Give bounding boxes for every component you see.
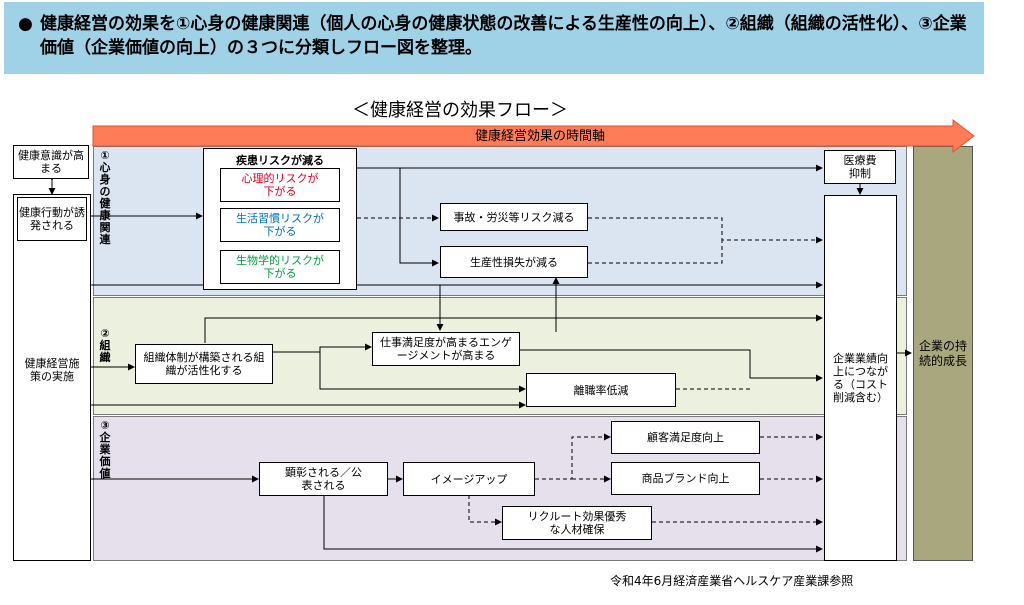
summary-text: 健康経営の効果を①心身の健康関連（個人の心身の健康状態の改善による生産性の向上）… <box>40 14 967 58</box>
publicize-box: 顕彰される／公表される <box>259 462 388 496</box>
implementation-box <box>13 194 91 561</box>
section-label-corporate-value: ③企業価値 <box>99 419 111 480</box>
performance-label: 企業業績向上につながる（コスト削減含む） <box>833 352 888 404</box>
accident-risk-box: 事故・労災等リスク減る <box>440 203 588 231</box>
customer-satisfaction-box: 顧客満足度向上 <box>611 421 760 454</box>
biological-risk-label: 生物学的リスクが下がる <box>236 254 324 280</box>
timeline-label: 健康経営効果の時間軸 <box>474 129 605 144</box>
biological-risk-box: 生物学的リスクが下がる <box>220 250 340 284</box>
disease-risk-label: 疾患リスクが減る <box>236 154 324 167</box>
mental-risk-box: 心理的リスクが下がる <box>220 168 340 202</box>
turnover-box: 離職率低減 <box>526 373 676 407</box>
sustainable-growth-box: 企業の持続的成長 <box>913 146 973 561</box>
section-label-health: ①心身の健康関連 <box>99 149 111 246</box>
recruit-label: リクルート効果優秀な人材確保 <box>527 510 627 536</box>
org-structure-box: 組織体制が構築される組織が活性化する <box>135 344 273 384</box>
turnover-label: 離職率低減 <box>573 383 629 397</box>
summary-banner: ● 健康経営の効果を①心身の健康関連（個人の心身の健康状態の改善による生産性の向… <box>4 2 984 74</box>
health-awareness-box: 健康意識が高まる <box>13 145 89 179</box>
health-awareness-label: 健康意識が高まる <box>18 149 84 175</box>
health-behavior-box: 健康行動が誘発される <box>17 197 87 241</box>
medical-cost-label: 医療費抑制 <box>843 154 877 180</box>
lifestyle-risk-label: 生活習慣リスクが下がる <box>236 212 324 238</box>
brand-label: 商品ブランド向上 <box>641 472 730 485</box>
medical-cost-box: 医療費抑制 <box>824 150 896 184</box>
health-behavior-label: 健康行動が誘発される <box>19 206 85 232</box>
recruit-box: リクルート効果優秀な人材確保 <box>502 506 652 540</box>
lifestyle-risk-box: 生活習慣リスクが下がる <box>220 208 340 242</box>
accident-risk-label: 事故・労災等リスク減る <box>453 210 575 224</box>
org-structure-label: 組織体制が構築される組織が活性化する <box>143 351 265 377</box>
job-satisfaction-box: 仕事満足度が高まるエンゲージメントが高まる <box>372 332 520 366</box>
job-satisfaction-label: 仕事満足度が高まるエンゲージメントが高まる <box>380 336 512 362</box>
section-label-organization: ②組織 <box>99 327 111 364</box>
publicize-label: 顕彰される／公表される <box>285 466 362 492</box>
implementation-label: 健康経営施策の実施 <box>24 357 80 383</box>
diagram-title: ＜健康経営の効果フロー＞ <box>352 100 568 121</box>
timeline-arrow <box>92 118 975 154</box>
image-up-box: イメージアップ <box>403 462 535 496</box>
mental-risk-label: 心理的リスクが下がる <box>241 172 319 198</box>
bullet-icon: ● <box>18 14 33 34</box>
image-up-label: イメージアップ <box>430 472 508 486</box>
productivity-loss-box: 生産性損失が減る <box>440 246 588 278</box>
productivity-loss-label: 生産性損失が減る <box>470 255 558 269</box>
customer-satisfaction-label: 顧客満足度向上 <box>647 431 724 444</box>
sustainable-growth-label: 企業の持続的成長 <box>918 338 967 368</box>
brand-box: 商品ブランド向上 <box>611 462 760 495</box>
source-note: 令和4年6月経済産業省ヘルスケア産業課参照 <box>610 574 854 588</box>
performance-box: 企業業績向上につながる（コスト削減含む） <box>824 195 897 561</box>
